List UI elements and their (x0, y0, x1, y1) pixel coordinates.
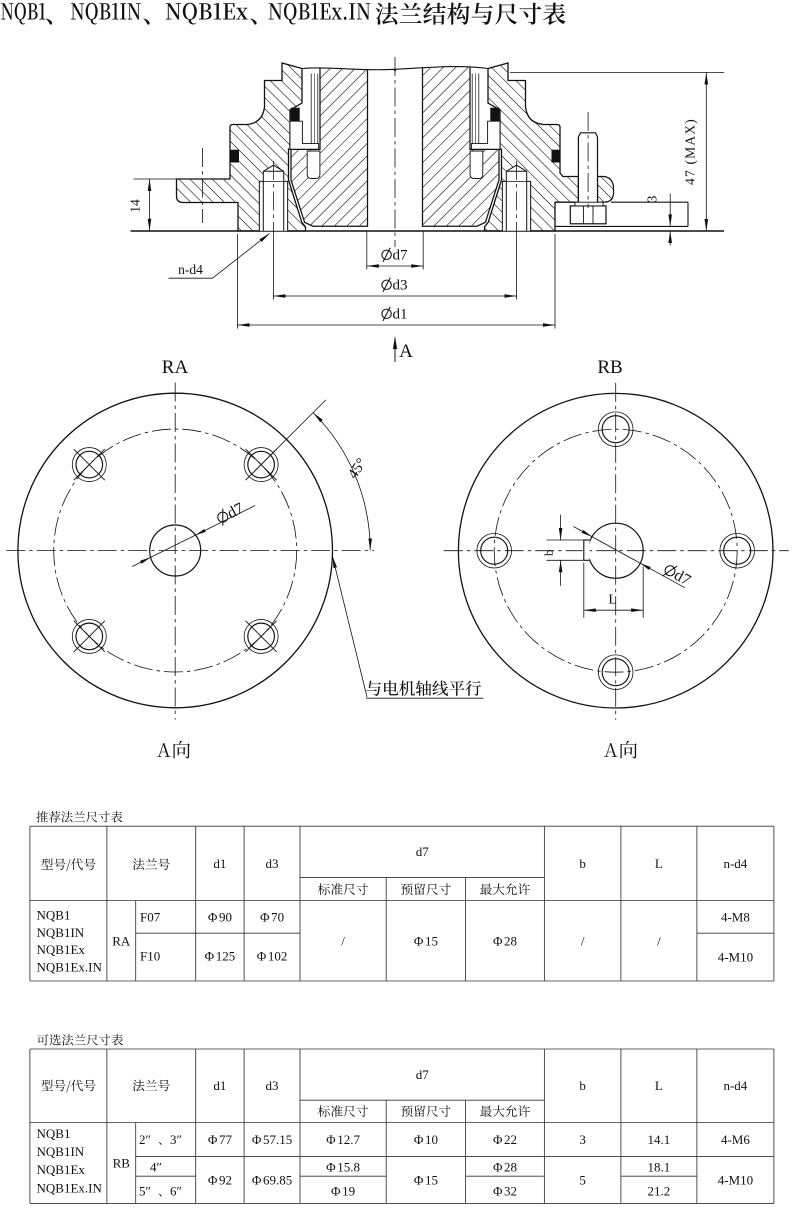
svg-text:Φ19: Φ19 (331, 1184, 355, 1199)
svg-text:Φ10: Φ10 (414, 1132, 438, 1147)
svg-text:d7: d7 (225, 500, 247, 522)
svg-text:NQB1: NQB1 (37, 908, 71, 923)
svg-text:RB: RB (113, 1156, 131, 1171)
svg-text:NQB1: NQB1 (37, 1126, 71, 1141)
svg-text:Φ69.85: Φ69.85 (252, 1173, 292, 1188)
svg-text:Φ15: Φ15 (414, 934, 438, 949)
svg-text:Φ28: Φ28 (493, 934, 517, 949)
svg-text:F10: F10 (140, 949, 160, 964)
svg-text:A: A (399, 341, 413, 362)
svg-text:14.1: 14.1 (648, 1132, 671, 1147)
svg-text:d3: d3 (266, 856, 279, 871)
svg-text:/: / (581, 934, 585, 949)
svg-text:4-M8: 4-M8 (721, 909, 750, 924)
svg-text:Φ32: Φ32 (493, 1184, 517, 1199)
svg-text:14: 14 (128, 199, 143, 213)
svg-text:2″: 2″ (139, 1132, 151, 1147)
svg-text:L: L (608, 593, 617, 608)
svg-text:Φ70: Φ70 (260, 910, 284, 925)
svg-text:b: b (579, 1078, 586, 1093)
svg-text:b: b (579, 856, 586, 871)
svg-text:Φ57.15: Φ57.15 (252, 1132, 292, 1147)
svg-text:n-d4: n-d4 (723, 856, 747, 871)
svg-text:RA: RA (112, 934, 131, 949)
svg-text:Φ15: Φ15 (414, 1173, 438, 1188)
svg-text:d7: d7 (416, 844, 430, 859)
svg-text:5: 5 (579, 1173, 586, 1188)
svg-text:/: / (657, 934, 661, 949)
svg-text:n-d4: n-d4 (723, 1078, 747, 1093)
svg-text:3: 3 (645, 195, 660, 202)
svg-text:F07: F07 (140, 910, 161, 925)
svg-text:d1: d1 (213, 856, 226, 871)
svg-text:Φ15.8: Φ15.8 (326, 1159, 360, 1174)
svg-text:NQB1Ex.IN: NQB1Ex.IN (37, 959, 103, 974)
svg-text:L: L (655, 1078, 663, 1093)
svg-text:4-M6: 4-M6 (721, 1132, 750, 1147)
svg-text:NQB1IN: NQB1IN (37, 925, 85, 940)
svg-text:RB: RB (597, 357, 622, 378)
svg-text:b: b (541, 549, 556, 556)
svg-text:NQB1Ex: NQB1Ex (37, 1162, 86, 1177)
svg-text:d3: d3 (393, 278, 408, 294)
svg-text:RA: RA (162, 357, 189, 378)
svg-text:Φ92: Φ92 (208, 1173, 232, 1188)
svg-text:4-M10: 4-M10 (718, 950, 753, 965)
svg-text:Φ77: Φ77 (208, 1132, 233, 1147)
svg-text:21.2: 21.2 (648, 1184, 671, 1199)
svg-text:NQB1IN: NQB1IN (37, 1144, 85, 1159)
svg-text:d7: d7 (416, 1067, 430, 1082)
svg-text:3: 3 (579, 1132, 586, 1147)
svg-text:NQB1Ex: NQB1Ex (37, 942, 86, 957)
svg-text:d7: d7 (671, 567, 693, 590)
svg-text:NQB1Ex.IN: NQB1Ex.IN (37, 1180, 103, 1195)
svg-text:d1: d1 (393, 307, 408, 323)
svg-text:Φ28: Φ28 (493, 1159, 517, 1174)
svg-text:4-M10: 4-M10 (718, 1173, 753, 1188)
svg-text:47 (MAX): 47 (MAX) (683, 118, 698, 185)
svg-text:3″: 3″ (170, 1132, 182, 1147)
svg-text:d1: d1 (213, 1078, 226, 1093)
svg-text:Φ12.7: Φ12.7 (326, 1132, 360, 1147)
svg-text:d7: d7 (393, 248, 409, 264)
svg-text:/: / (341, 934, 345, 949)
svg-text:L: L (655, 856, 663, 871)
svg-text:4″: 4″ (150, 1159, 162, 1174)
svg-text:Φ22: Φ22 (493, 1132, 517, 1147)
svg-text:5″: 5″ (139, 1184, 151, 1199)
svg-text:d3: d3 (266, 1078, 279, 1093)
svg-text:6″: 6″ (170, 1184, 182, 1199)
svg-text:18.1: 18.1 (648, 1159, 671, 1174)
svg-text:n-d4: n-d4 (178, 262, 203, 277)
svg-text:Φ90: Φ90 (208, 910, 232, 925)
